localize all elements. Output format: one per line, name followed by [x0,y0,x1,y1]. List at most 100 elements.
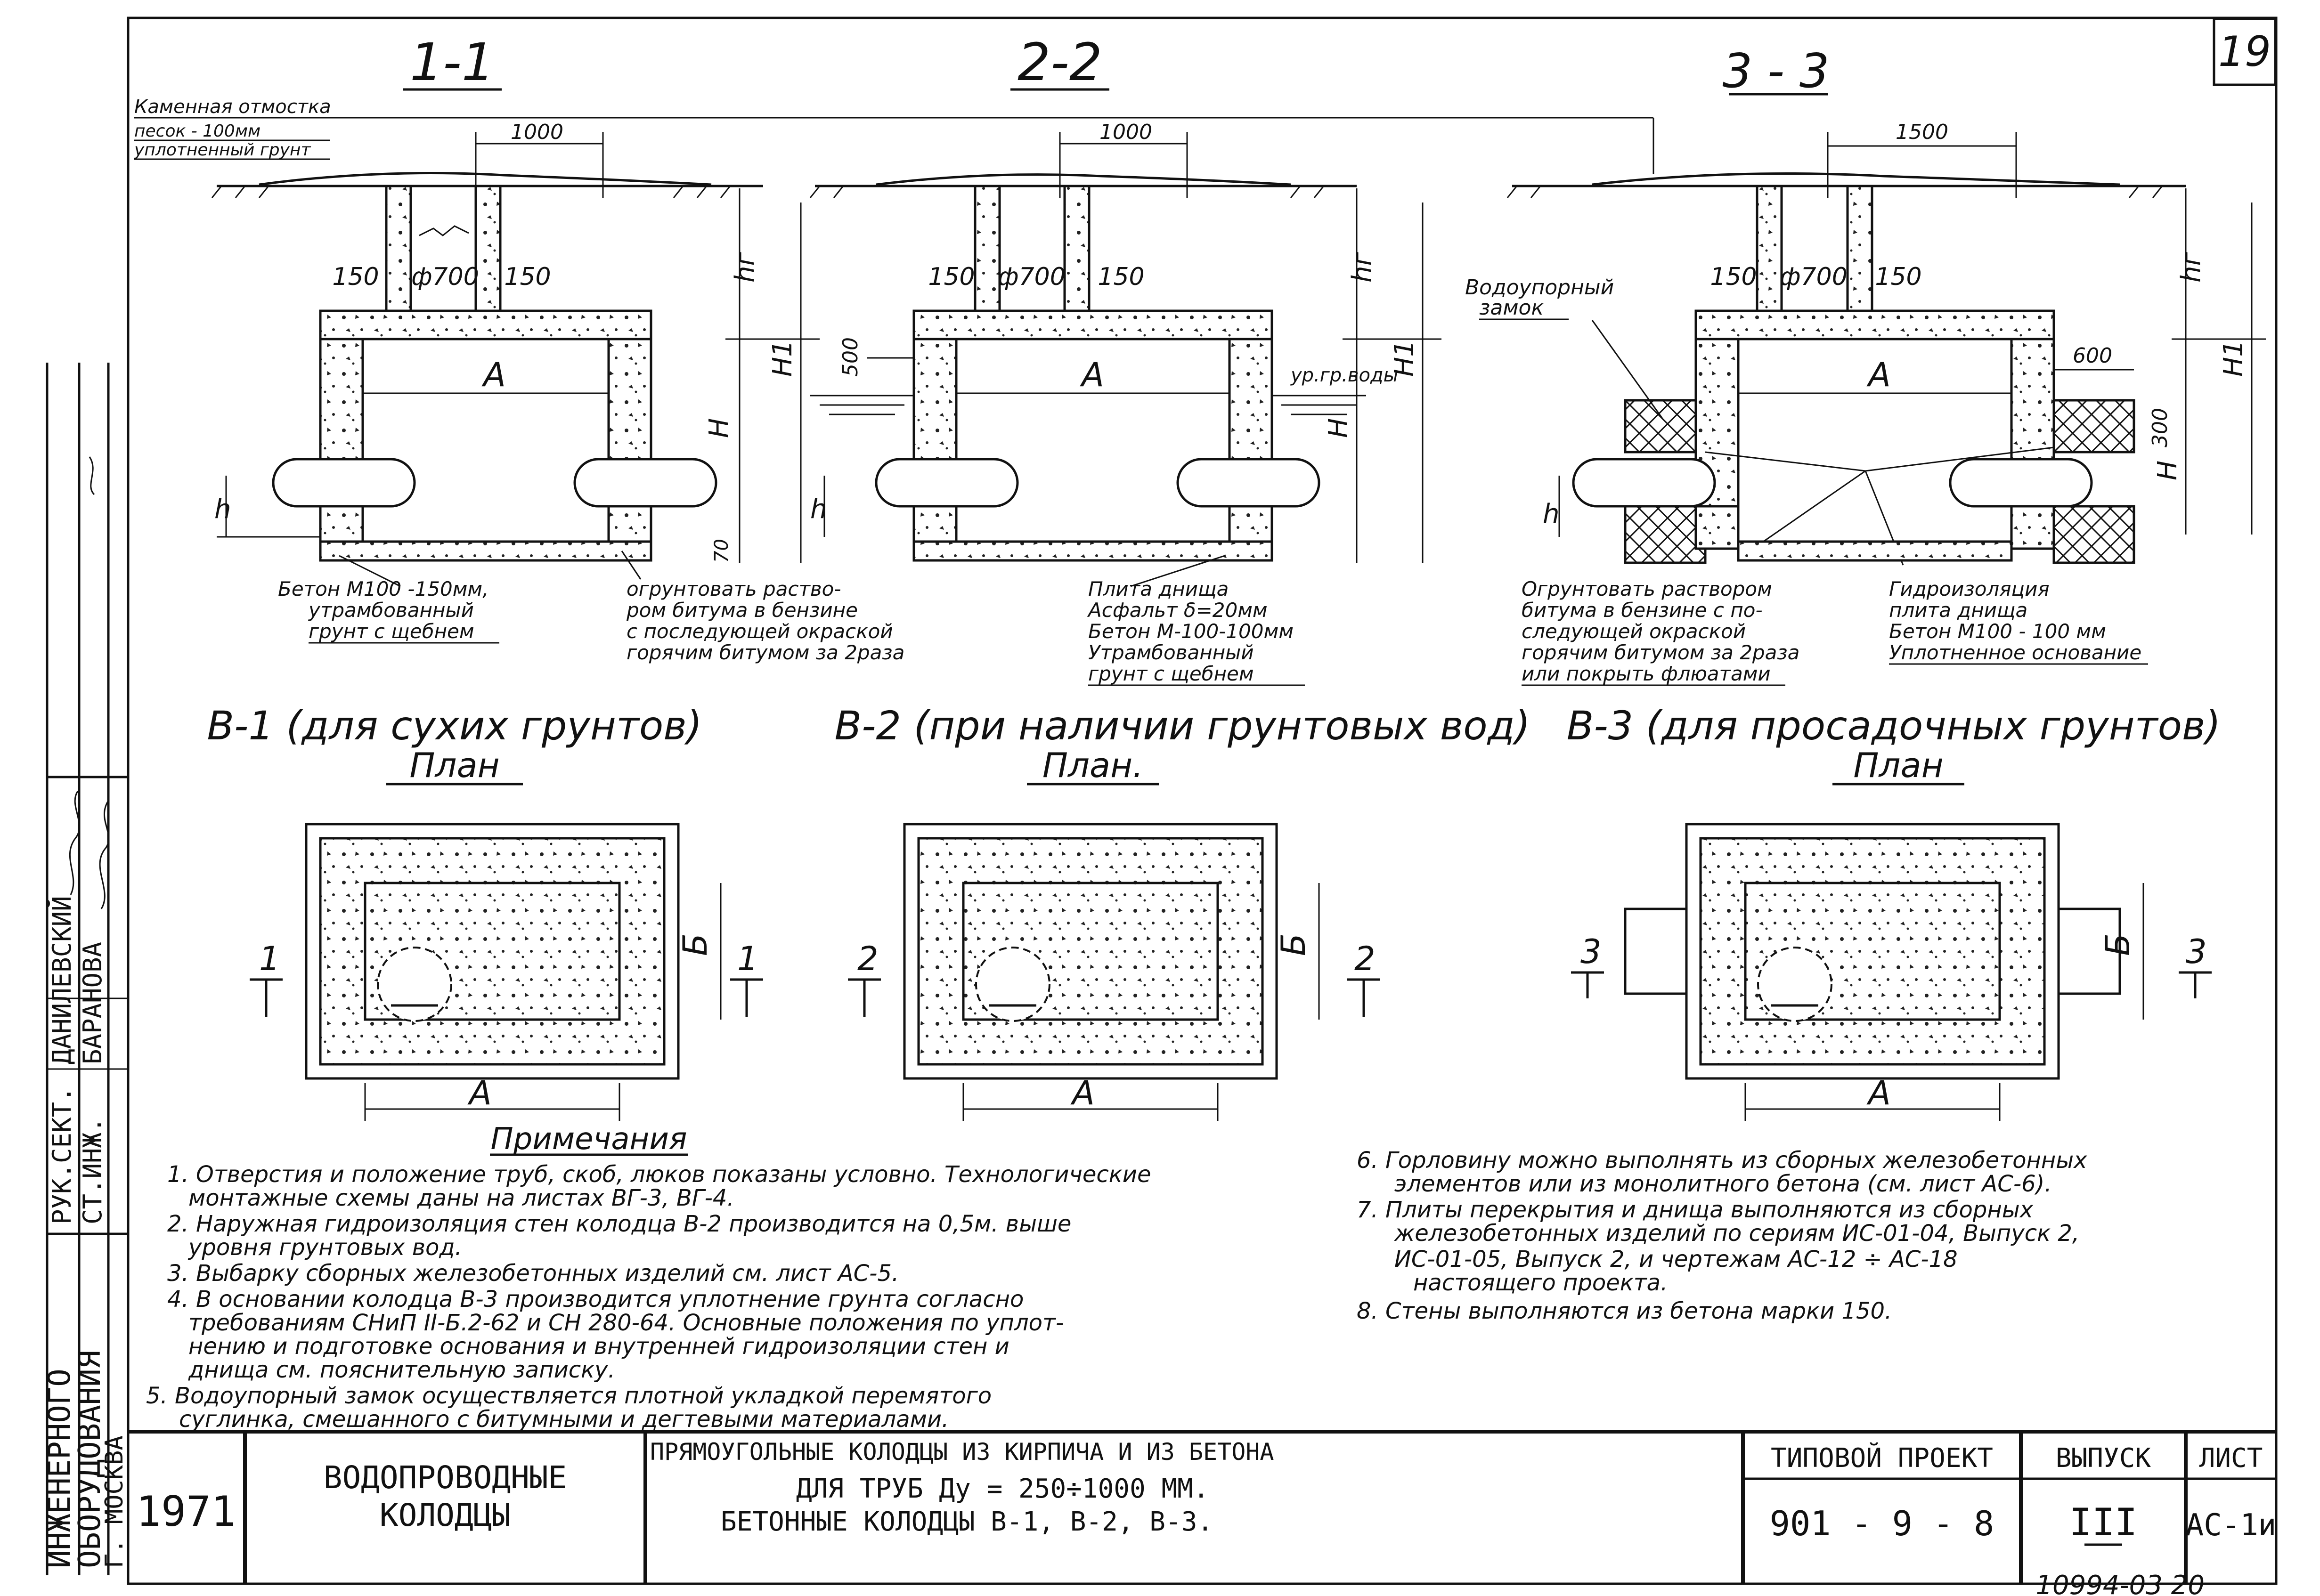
note-concrete-base-1: Бетон М100 -150мм, [278,577,488,600]
note-left-line-11: суглинка, смешанного с битумными и дегте… [179,1406,949,1433]
tb-year: 1971 [136,1487,236,1536]
section-title: 2-2 [1018,32,1102,92]
note-left-line-9: днища см. пояснительную записку. [188,1357,615,1383]
org-line-3: Г. МОСКВА [100,1435,129,1568]
dim-500: 500 [838,337,863,377]
note-right-line-4: железобетонных изделий по сериям ИС-01-0… [1394,1220,2079,1247]
note-slab-3: Бетон М-100-100мм [1088,620,1294,643]
label-water-lock-1: Водоупорный [1465,275,1614,300]
dim-h: h [214,494,231,525]
org-line-2: ОБОРУДОВАНИЯ [73,1351,107,1568]
note-waterproof-4: Уплотненное основание [1889,641,2141,664]
cut-mark-left: 1 [259,940,280,978]
tb-sheet-value: АС-1и [2186,1508,2277,1543]
note-slab-1: Плита днища [1088,577,1229,600]
section-title: 1-1 [410,32,495,92]
note-waterproof-2: плита днища [1889,599,2027,622]
note-concrete-base-2: утрамбованный [308,599,474,622]
tb-issue-label: ВЫПУСК [2056,1443,2151,1474]
note-right-line-5: ИС-01-05, Выпуск 2, и чертежам АС-12 ÷ А… [1394,1246,1958,1272]
cut-mark-left: 2 [857,940,879,978]
dim-H: H [2152,461,2183,480]
sheet-frame: 19 [127,16,2278,1585]
dim-150-right: 150 [504,263,551,291]
note-left-line-8: нению и подготовке основания и внутренне… [188,1333,1009,1360]
note-waterproof-3: Бетон М100 - 100 мм [1889,620,2106,643]
label-groundwater-level: ур.гр.воды [1290,365,1398,386]
note-concrete-base-3: грунт с щебнем [309,620,474,643]
note-right-line-2: элементов или из монолитного бетона (см.… [1394,1171,2052,1197]
dim-H: H [704,418,734,438]
tb-issue-value: III [2069,1500,2138,1544]
plan-subtitle: План [1853,745,1943,785]
org-line-1: ИНЖЕНЕРНОГО [42,1369,77,1568]
dim-hatch-width: 1500 [1896,120,1948,144]
note-bitumen-1: огрунтовать раство- [627,577,841,600]
cut-mark-right: 1 [737,940,758,978]
side-stamp: ИНЖЕНЕРНОГО ОБОРУДОВАНИЯ Г. МОСКВА РУК.С… [42,363,129,1575]
dim-H1: H1 [1389,340,1420,377]
section-2-2: 2-2 1000 А ур.гр.воды 500 150 ф700 150 [809,32,1441,686]
note-coat-1: Огрунтовать раствором [1522,577,1772,600]
note-left-line-5: 3. Выбарку сборных железобетонных издели… [167,1260,899,1287]
tb-name-1: ВОДОПРОВОДНЫЕ [324,1459,567,1496]
archive-reference: 10994-03 20 [2035,1570,2205,1596]
note-slab-5: грунт с щебнем [1088,662,1254,685]
note-bitumen-3: с последующей окраской [627,620,893,643]
note-coat-3: следующей окраской [1522,620,1746,643]
signature-scribble-1 [69,791,81,895]
signature-role-2: СТ.ИНЖ. [78,1117,107,1224]
plan-v3: В-3 (для просадочных грунтов) План А Б 3… [1567,703,2221,1121]
note-right-line-1: 6. Горловину можно выполнять из сборных … [1357,1147,2087,1174]
note-bitumen-4: горячим битумом за 2раза [627,641,904,664]
dim-neck-diameter: ф700 [1780,263,1848,291]
note-slab-2: Асфальт δ=20мм [1087,599,1268,622]
dim-150-right: 150 [1098,263,1144,291]
cut-mark-left: 3 [1580,932,1602,971]
dim-neck-diameter: ф700 [411,263,479,291]
plan-label-B: Б [676,933,715,956]
label-compacted-soil: уплотненный грунт [134,140,311,160]
section-3-3: 3 - 3 1500 А Водоупорный замок 600 300 [1465,43,2266,686]
note-left-line-2: монтажные схемы даны на листах ВГ-3, ВГ-… [188,1185,734,1211]
plan-subtitle: План. [1042,745,1143,785]
dim-h: h [1543,499,1560,529]
note-right-line-7: 8. Стены выполняются из бетона марки 150… [1357,1298,1892,1324]
dim-600: 600 [2073,344,2112,368]
note-coat-2: битума в бензине с по- [1522,599,1763,622]
sheet-number-box [2213,17,2277,86]
note-coat-5: или покрыть флюатами [1522,662,1771,685]
dim-hatch-width: 1000 [511,120,563,144]
dim-H: H [1323,418,1354,438]
plan-label-A: А [1070,1074,1095,1112]
section-title: 3 - 3 [1723,43,1830,98]
note-left-line-10: 5. Водоупорный замок осуществляется плот… [146,1383,992,1409]
dim-150-left: 150 [928,263,975,291]
label-stone-pavement: Каменная отмостка [134,96,331,118]
section-1-1: 1-1 Каменная отмостка песок - 100мм упло… [134,32,1654,664]
note-left-line-3: 2. Наружная гидроизоляция стен колодца В… [167,1211,1071,1237]
tb-desc-1: ПРЯМОУГОЛЬНЫЕ КОЛОДЦЫ ИЗ КИРПИЧА И ИЗ БЕ… [650,1438,1274,1466]
signature-name-2: БАРАНОВА [78,942,107,1064]
dim-70: 70 [711,539,733,563]
dim-150-right: 150 [1875,263,1921,291]
tb-project-value: 901 - 9 - 8 [1770,1504,1994,1543]
label-sand-layer: песок - 100мм [134,122,260,141]
cut-mark-right: 3 [2186,932,2207,971]
notes-heading: Примечания [491,1122,687,1157]
plan-subtitle: План [409,745,499,785]
plan-label-A: А [1866,1074,1891,1112]
plan-v1: В-1 (для сухих грунтов) План А Б 1 1 [207,703,763,1121]
notes: Примечания 1. Отверстия и положение труб… [146,1122,2087,1433]
note-left-line-6: 4. В основании колодца В-3 производится … [167,1286,1024,1312]
signature-name-1: ДАНИЛЕВСКИЙ [47,896,77,1064]
note-bitumen-2: ром битума в бензине [626,599,858,622]
plan-title: В-1 (для сухих грунтов) [207,703,702,749]
note-waterproof-1: Гидроизоляция [1889,577,2050,600]
note-right-line-3: 7. Плиты перекрытия и днища выполняются … [1357,1197,2034,1223]
dim-hg: hг [1347,252,1377,283]
cut-mark-right: 2 [1354,940,1376,978]
tb-desc-3: БЕТОННЫЕ КОЛОДЦЫ В-1, В-2, В-3. [721,1507,1213,1537]
tb-name-2: КОЛОДЦЫ [380,1497,511,1533]
